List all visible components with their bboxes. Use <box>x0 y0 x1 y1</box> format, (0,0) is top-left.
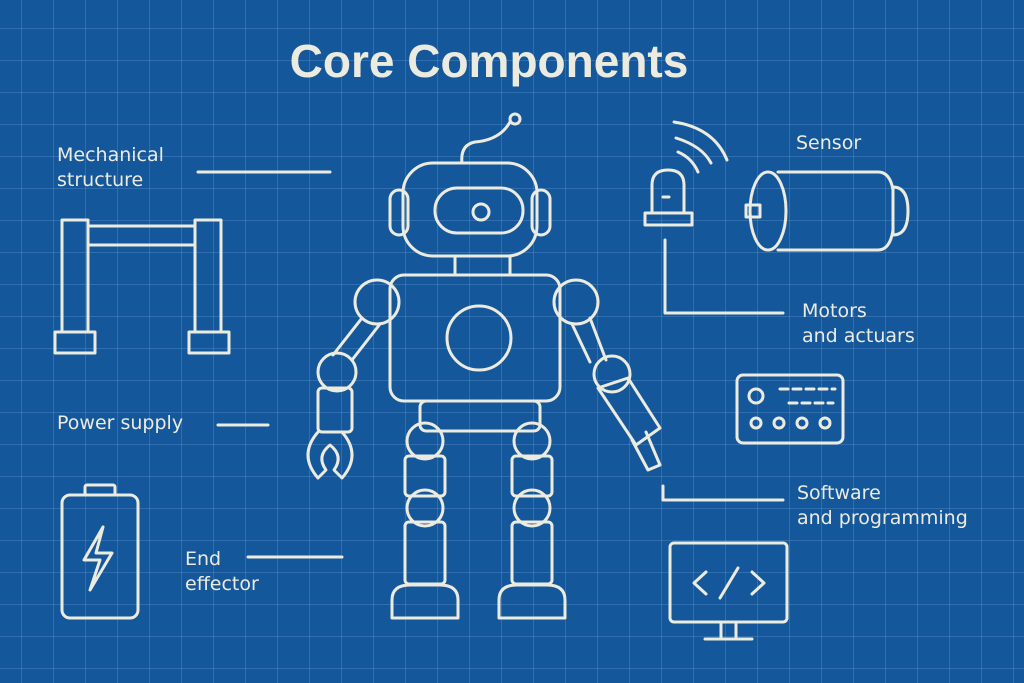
label-motors: Motors and actuars <box>802 299 915 349</box>
label-line: and programming <box>797 507 968 529</box>
label-software: Software and programming <box>797 481 968 531</box>
label-line: Mechanical <box>57 144 164 166</box>
diagram-title: Core Components <box>289 35 689 87</box>
mechanical-frame-icon <box>53 218 231 355</box>
label-line: Motors <box>802 300 867 322</box>
battery-icon <box>60 483 140 620</box>
label-line: and actuars <box>802 325 915 347</box>
label-line: End <box>185 548 222 570</box>
label-line: Software <box>797 482 881 504</box>
label-line: effector <box>185 573 259 595</box>
label-mechanical-structure: Mechanical structure <box>57 143 164 193</box>
control-panel-icon <box>735 373 845 445</box>
label-power-supply: Power supply <box>57 412 184 434</box>
sensor-beacon-icon <box>643 120 729 227</box>
leader-lines <box>196 170 785 559</box>
label-sensor: Sensor <box>796 132 862 154</box>
motor-icon <box>744 170 910 252</box>
robot-icon <box>306 112 662 620</box>
label-end-effector: End effector <box>185 547 259 597</box>
monitor-icon <box>668 541 789 641</box>
label-line: structure <box>57 169 144 191</box>
